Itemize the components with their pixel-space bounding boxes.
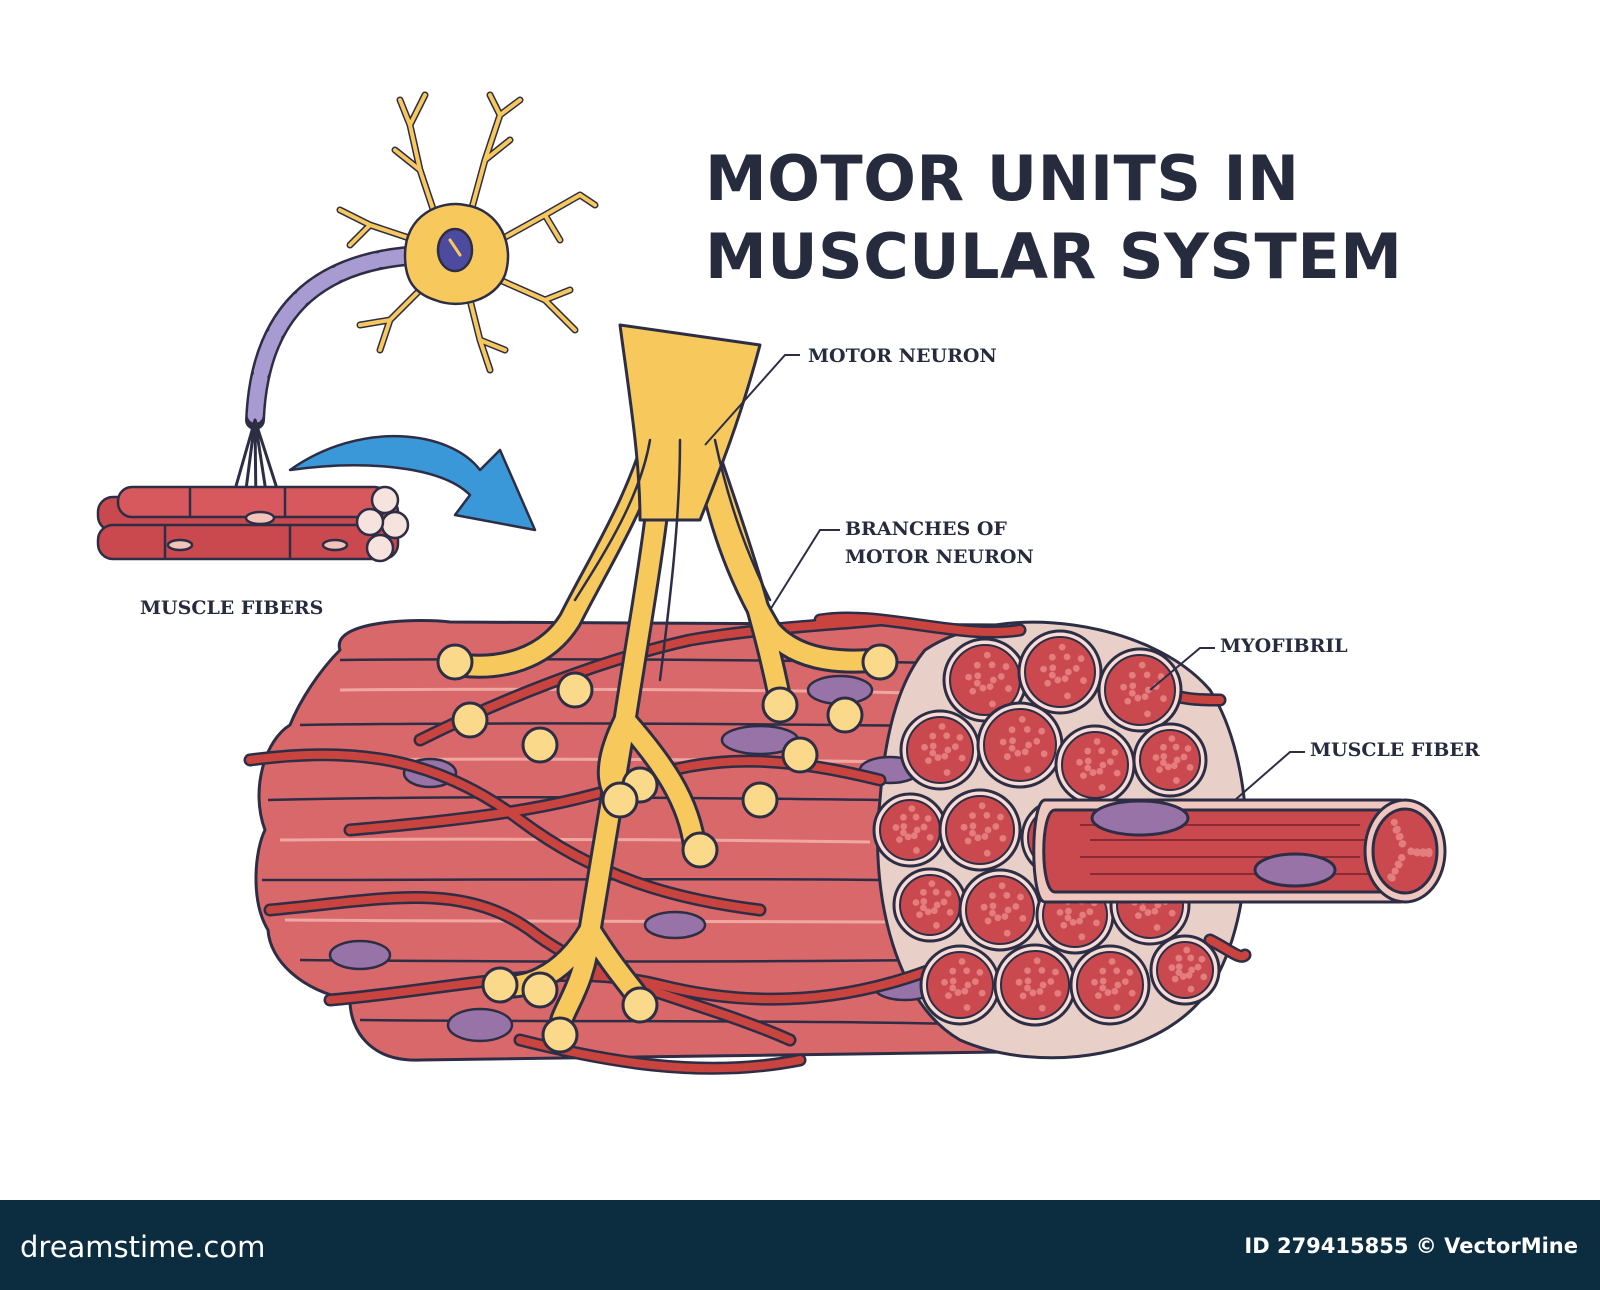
label-muscle-fibers: MUSCLE FIBERS — [140, 597, 324, 619]
synaptic-terminal — [436, 643, 474, 681]
image-id-credit: ID 279415855 © VectorMine — [1244, 1234, 1578, 1258]
single-muscle-fiber — [1032, 798, 1447, 904]
synaptic-terminal — [541, 1016, 579, 1054]
synaptic-terminal — [761, 686, 799, 724]
synaptic-terminal — [556, 671, 594, 709]
label-branches-line-2: MOTOR NEURON — [845, 546, 1034, 568]
footer-bar: dreamstime.com ID 279415855 © VectorMine — [0, 1200, 1600, 1290]
label-motor-neuron: MOTOR NEURON — [808, 345, 997, 367]
synaptic-terminal — [741, 781, 779, 819]
diagram-stage — [96, 91, 1447, 1075]
synaptic-terminal — [601, 781, 639, 819]
synaptic-terminal — [621, 986, 659, 1024]
leader-lines — [704, 354, 1305, 801]
small-neuron — [230, 91, 599, 510]
label-muscle-fiber: MUSCLE FIBER — [1310, 739, 1480, 761]
label-myofibril: MYOFIBRIL — [1220, 635, 1348, 657]
title-line-1: MOTOR UNITS IN — [705, 142, 1300, 215]
illustration — [96, 91, 1447, 1075]
arrow-icon — [288, 435, 537, 532]
synaptic-terminal — [481, 966, 519, 1004]
synaptic-terminal — [521, 971, 559, 1009]
synaptic-terminal — [861, 643, 899, 681]
motor-neuron — [436, 323, 899, 1054]
small-muscle-bundle — [96, 485, 410, 563]
synaptic-terminal — [781, 736, 819, 774]
synaptic-terminal — [826, 696, 864, 734]
page-title: MOTOR UNITS IN MUSCULAR SYSTEM — [705, 140, 1402, 296]
synaptic-terminal — [451, 701, 489, 739]
synaptic-terminal — [681, 831, 719, 869]
label-branches-of-motor-neuron: BRANCHES OF MOTOR NEURON — [845, 515, 1034, 571]
site-logo[interactable]: dreamstime.com — [20, 1230, 266, 1264]
title-line-2: MUSCULAR SYSTEM — [705, 220, 1403, 293]
synaptic-terminal — [521, 726, 559, 764]
label-branches-line-1: BRANCHES OF — [845, 518, 1007, 540]
